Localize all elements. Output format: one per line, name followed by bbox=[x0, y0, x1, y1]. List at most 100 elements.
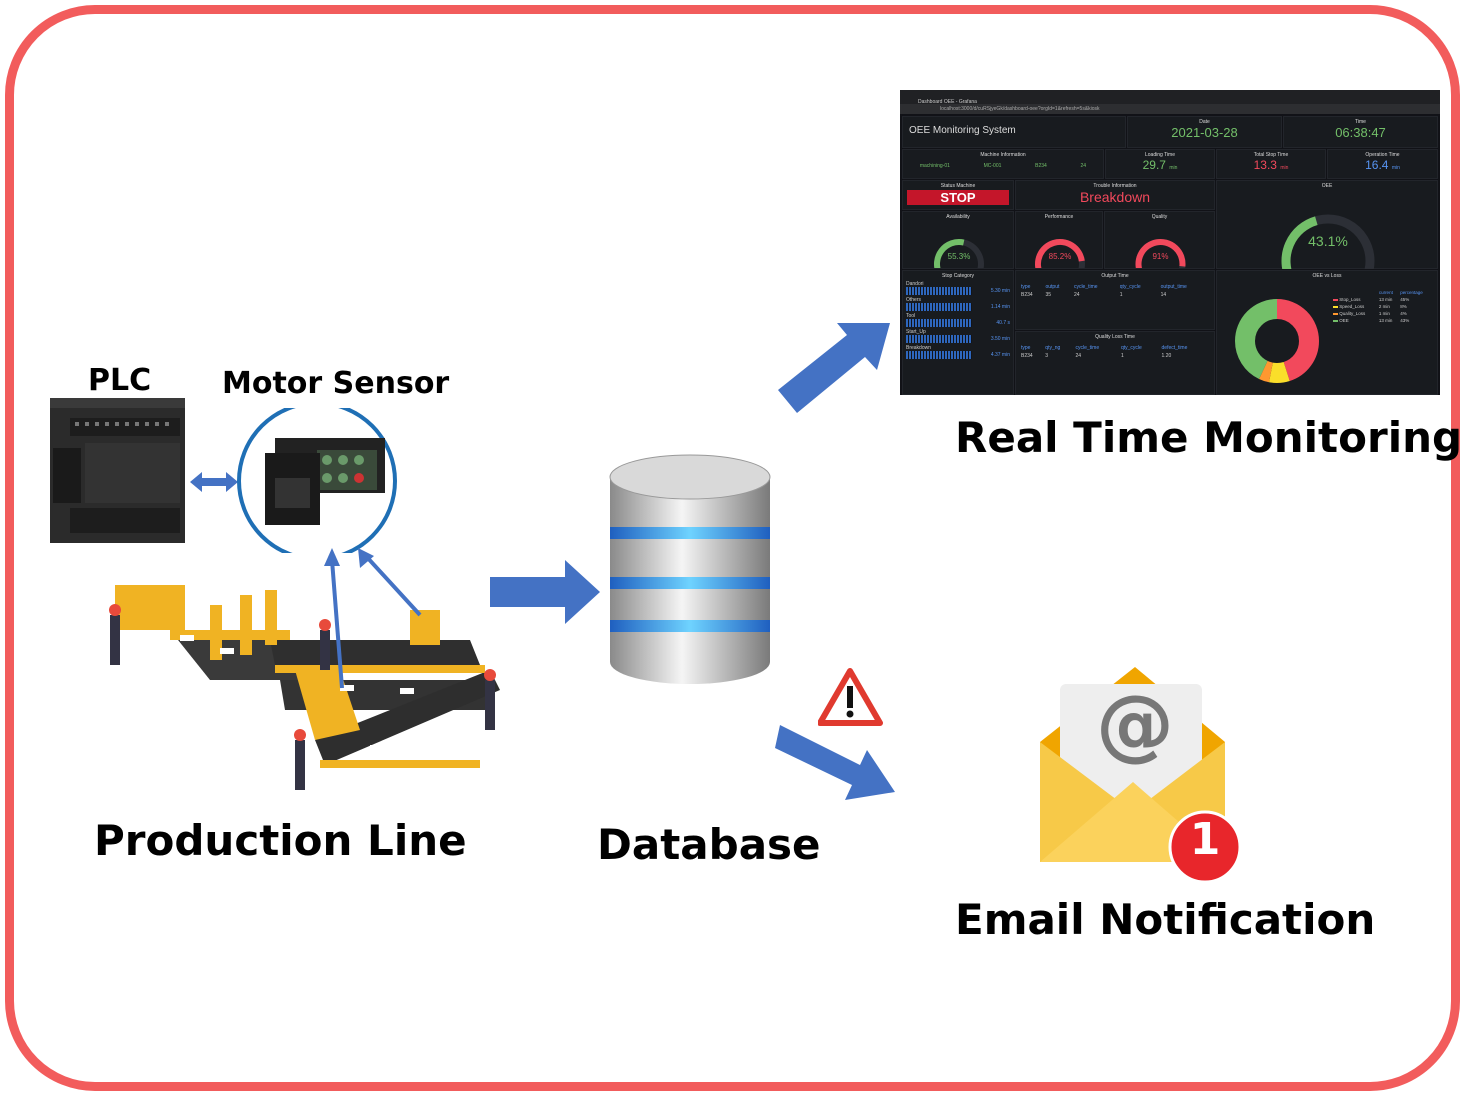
loading-time-value: 29.7 bbox=[1142, 158, 1166, 172]
loading-time-panel: Loading Time 29.7 min bbox=[1105, 149, 1215, 179]
quality-value: 91% bbox=[1152, 252, 1169, 261]
total-stop-panel: Total Stop Time 13.3 min bbox=[1216, 149, 1326, 179]
oee-value: 43.1% bbox=[1308, 233, 1348, 249]
date-value: 2021-03-28 bbox=[1171, 125, 1238, 140]
performance-gauge bbox=[1035, 239, 1085, 276]
stop-category-value: 1.14 min bbox=[990, 304, 1010, 310]
output-header-time: output_time bbox=[1160, 284, 1187, 290]
outer-frame bbox=[5, 5, 1460, 1091]
legend-header-current: current bbox=[1378, 290, 1393, 295]
stop-category-value: 5.30 min bbox=[990, 288, 1010, 294]
legend-header-pct: percentage bbox=[1400, 290, 1423, 295]
stop-category-bar bbox=[906, 303, 972, 311]
stop-category-label: Stop Category bbox=[942, 273, 974, 279]
output-header-cycle: cycle_time bbox=[1073, 284, 1098, 290]
output-cell: 24 bbox=[1073, 292, 1080, 298]
email-notification-label: Email Notification bbox=[955, 895, 1376, 944]
stop-category-name: Others bbox=[906, 297, 922, 303]
availability-panel: Availability 55.3% bbox=[902, 211, 1014, 276]
legend-name: Stop_Loss bbox=[1339, 297, 1361, 302]
time-label: Time bbox=[1355, 119, 1366, 125]
motor-sensor-icon bbox=[237, 408, 397, 553]
performance-gauge-arc bbox=[1035, 239, 1085, 276]
stop-category-value: 3.50 min bbox=[990, 336, 1010, 342]
output-cell: 35 bbox=[1045, 292, 1052, 298]
stop-category-bar bbox=[906, 351, 972, 359]
legend-pct: 45% bbox=[1400, 297, 1410, 302]
output-header-qty: qty_cycle bbox=[1119, 284, 1141, 290]
arrow-to-monitoring bbox=[778, 323, 890, 413]
quality-header-defect: defect_time bbox=[1161, 345, 1188, 351]
performance-panel: Performance 85.2% bbox=[1015, 211, 1103, 276]
output-time-panel: Output Time type output cycle_time qty_cycl… bbox=[1015, 270, 1215, 330]
trouble-info-panel: Trouble Information Breakdown bbox=[1015, 180, 1215, 210]
legend-current: 13 min bbox=[1378, 297, 1393, 302]
stop-category-bar bbox=[906, 335, 972, 343]
legend-name: OEE bbox=[1339, 318, 1349, 323]
total-stop-unit: min bbox=[1280, 165, 1289, 171]
total-stop-value: 13.3 bbox=[1253, 158, 1277, 172]
output-time-table: type output cycle_time qty_cycle output_time… bbox=[1020, 283, 1210, 299]
legend-name: Speed_Loss bbox=[1339, 304, 1365, 309]
performance-value: 85.2% bbox=[1048, 252, 1072, 261]
quality-header-ng: qty_ng bbox=[1045, 345, 1061, 351]
quality-header-type: type bbox=[1021, 345, 1031, 351]
legend-pct: 4% bbox=[1400, 311, 1407, 316]
operation-time-value: 16.4 bbox=[1365, 158, 1389, 172]
output-cell: 14 bbox=[1160, 292, 1167, 298]
dashboard-title: OEE Monitoring System bbox=[909, 125, 1016, 136]
time-panel: Time 06:38:47 bbox=[1283, 116, 1438, 148]
warning-icon bbox=[818, 668, 883, 726]
stop-category-value: 4.37 min bbox=[990, 352, 1010, 358]
machine-name: machining-01 bbox=[919, 163, 950, 169]
oee-vs-loss-donut bbox=[1235, 299, 1319, 383]
oee-vs-loss-label: OEE vs Loss bbox=[1312, 273, 1342, 279]
stop-category-name: Breakdown bbox=[906, 345, 932, 351]
output-header-output: output bbox=[1045, 284, 1060, 290]
output-cell: B234 bbox=[1021, 292, 1033, 298]
machine-part: B234 bbox=[1035, 163, 1047, 169]
email-at-symbol: @ bbox=[1096, 680, 1174, 770]
browser-tab-title[interactable]: Dashboard OEE - Grafana bbox=[918, 99, 977, 105]
quality-cell: 1.20 bbox=[1161, 353, 1172, 359]
legend-name: Quality_Loss bbox=[1339, 311, 1366, 316]
quality-cell: 24 bbox=[1075, 353, 1082, 359]
total-stop-label: Total Stop Time bbox=[1253, 152, 1289, 158]
quality-label: Quality bbox=[1151, 214, 1168, 220]
stop-category-item: Others 1.14 min bbox=[906, 297, 1010, 311]
trouble-info-label: Trouble Information bbox=[1093, 183, 1137, 189]
browser-url-bar[interactable]: localhost:3000/d/cuRSjyeGk/dashboard-oee… bbox=[900, 104, 1440, 114]
time-value: 06:38:47 bbox=[1335, 125, 1386, 140]
output-header-type: type bbox=[1021, 284, 1031, 290]
availability-value: 55.3% bbox=[947, 252, 971, 261]
quality-loss-label: Quality Loss Time bbox=[1095, 334, 1135, 340]
stop-category-bar bbox=[906, 287, 972, 295]
oee-gauge bbox=[1281, 214, 1375, 283]
oee-vs-loss-panel: OEE vs Loss current percentage Stop_Loss 1… bbox=[1216, 270, 1438, 395]
database-label: Database bbox=[597, 820, 821, 869]
quality-cell: B234 bbox=[1021, 353, 1033, 359]
quality-gauge-arc bbox=[1135, 239, 1186, 276]
status-machine-label: Status Machine bbox=[940, 183, 976, 189]
loading-time-unit: min bbox=[1169, 165, 1178, 171]
trouble-info-value: Breakdown bbox=[1079, 189, 1151, 205]
quality-header-cycle: cycle_time bbox=[1075, 345, 1100, 351]
legend-current: 1 min bbox=[1378, 311, 1390, 316]
legend-current: 2 min bbox=[1378, 304, 1390, 309]
date-label: Date bbox=[1199, 119, 1210, 125]
stop-category-name: Dandori bbox=[906, 281, 924, 287]
output-cell: 1 bbox=[1119, 292, 1123, 298]
output-time-label: Output Time bbox=[1101, 273, 1129, 279]
plc-label: PLC bbox=[88, 363, 152, 398]
machine-cycle: 24 bbox=[1080, 163, 1087, 169]
arrow-to-email bbox=[775, 725, 895, 800]
quality-panel: Quality 91% bbox=[1104, 211, 1215, 276]
quality-cell: 1 bbox=[1120, 353, 1124, 359]
machine-info-panel: Machine Information machining-01 MC-001 … bbox=[902, 149, 1104, 179]
